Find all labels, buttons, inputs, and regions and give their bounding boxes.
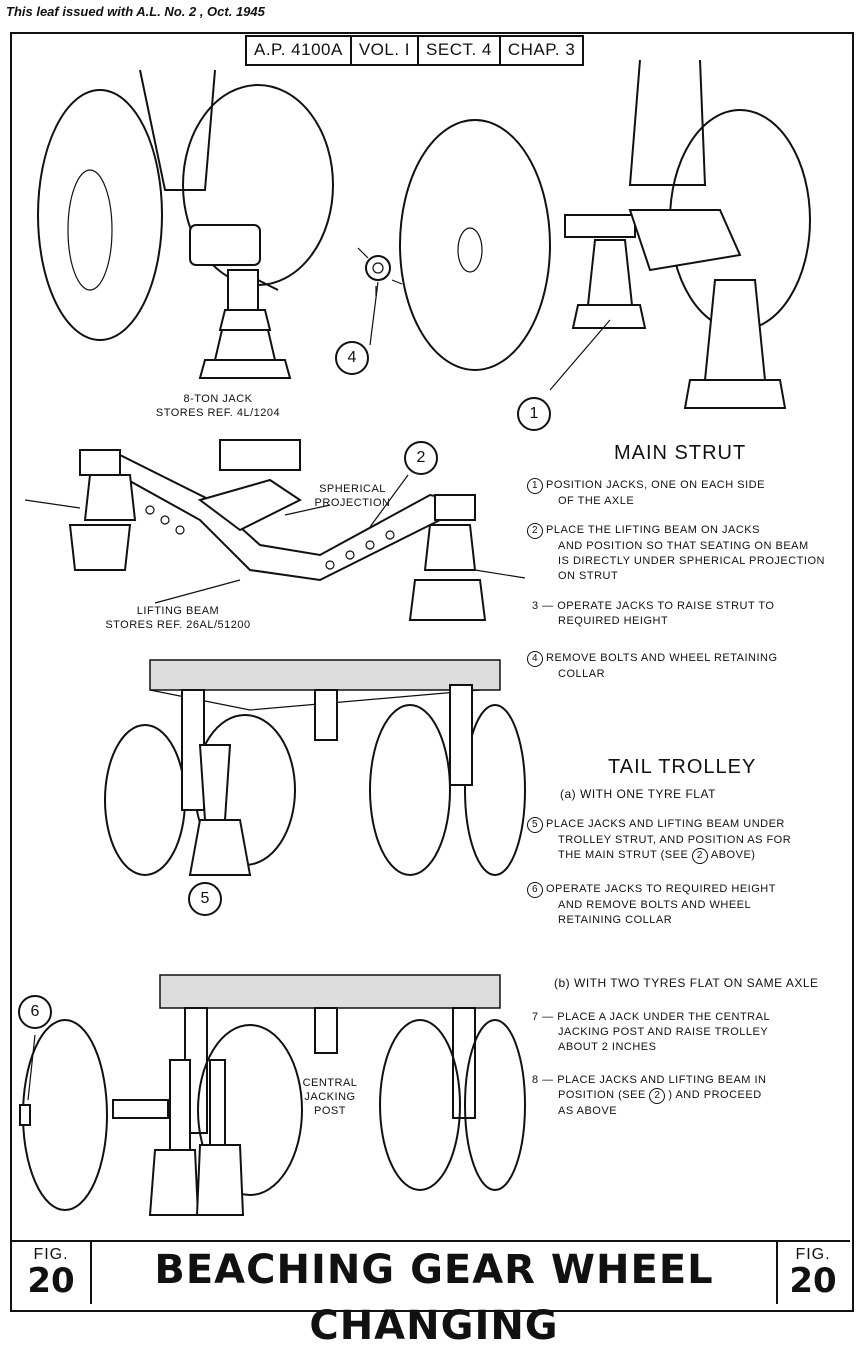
step-line: ABOUT 2 INCHES bbox=[558, 1041, 657, 1053]
step-line: IS DIRECTLY UNDER SPHERICAL PROJECTION bbox=[558, 555, 825, 567]
fig-label: FIG. bbox=[795, 1246, 831, 1263]
header-chap: CHAP. 3 bbox=[507, 40, 576, 59]
spherical-label-line2: PROJECTION bbox=[314, 497, 391, 509]
wheel-collar-illustration bbox=[357, 247, 403, 346]
ref-2: 2 bbox=[649, 1088, 666, 1104]
tail-trolley-sub-b: (b) WITH TWO TYRES FLAT ON SAME AXLE bbox=[554, 976, 819, 990]
sub-a-mark: (a) bbox=[560, 787, 577, 801]
tail-trolley-step-8: 8 — PLACE JACKS AND LIFTING BEAM IN POSI… bbox=[532, 1073, 767, 1119]
ref-2: 2 bbox=[691, 848, 708, 864]
spherical-projection-label: SPHERICAL PROJECTION bbox=[305, 482, 400, 510]
step-line: AND REMOVE BOLTS AND WHEEL bbox=[558, 899, 752, 911]
lifting-beam-label: LIFTING BEAM STORES REF. 26AL/51200 bbox=[88, 604, 268, 632]
callout-1: 1 bbox=[517, 397, 551, 431]
tail-trolley-step-7: 7 — PLACE A JACK UNDER THE CENTRAL JACKI… bbox=[532, 1010, 770, 1055]
jack-label-ref: STORES REF. 4L/1204 bbox=[155, 407, 281, 419]
step-line: RETAINING COLLAR bbox=[558, 914, 673, 926]
step-number: 5 bbox=[527, 817, 543, 833]
figure-footer: FIG. 20 BEACHING GEAR WHEEL CHANGING FIG… bbox=[12, 1240, 850, 1349]
central-jacking-post-label: CENTRAL JACKING POST bbox=[290, 1076, 370, 1118]
tail-trolley-sub-a: (a) WITH ONE TYRE FLAT bbox=[560, 787, 716, 801]
fig-number: 20 bbox=[789, 1261, 837, 1301]
header-vol: VOL. I bbox=[352, 37, 420, 64]
sub-b-text: WITH TWO TYRES FLAT ON SAME AXLE bbox=[574, 976, 819, 990]
main-strut-right-illustration bbox=[399, 59, 811, 409]
page-frame bbox=[10, 32, 854, 1312]
main-strut-heading: MAIN STRUT bbox=[614, 442, 747, 464]
step-line: REMOVE BOLTS AND WHEEL RETAINING bbox=[546, 652, 778, 664]
tail-trolley-heading: TAIL TROLLEY bbox=[608, 756, 757, 778]
step-number: 6 bbox=[527, 882, 543, 898]
step-line: PLACE THE LIFTING BEAM ON JACKS bbox=[546, 524, 760, 536]
fig-number: 20 bbox=[27, 1261, 75, 1301]
step-line: OF THE AXLE bbox=[558, 495, 635, 507]
header-sect: SECT. 4 bbox=[419, 37, 501, 64]
step-line: REQUIRED HEIGHT bbox=[558, 615, 669, 627]
step-number: 1 bbox=[527, 478, 543, 494]
step-line: POSITION JACKS, ONE ON EACH SIDE bbox=[546, 479, 765, 491]
step-line: THE MAIN STRUT (SEE bbox=[558, 849, 689, 861]
central-label-line1: CENTRAL bbox=[302, 1077, 358, 1089]
callout-5: 5 bbox=[188, 882, 222, 916]
step-line: ABOVE) bbox=[710, 849, 756, 861]
step-number: 2 bbox=[527, 523, 543, 539]
sub-a-text: WITH ONE TYRE FLAT bbox=[580, 787, 716, 801]
fig-number-right: FIG. 20 bbox=[778, 1242, 848, 1310]
tail-trolley-two-tyres-flat-illustration bbox=[19, 974, 526, 1216]
central-label-line2: JACKING bbox=[304, 1091, 356, 1103]
step-line: PLACE JACKS AND LIFTING BEAM UNDER bbox=[546, 818, 785, 830]
jack-label-name: 8-TON JACK bbox=[183, 393, 253, 405]
step-line: AND POSITION SO THAT SEATING ON BEAM bbox=[558, 540, 809, 552]
issue-note: This leaf issued with A.L. No. 2 , Oct. … bbox=[6, 4, 265, 19]
step-line: ) AND PROCEED bbox=[668, 1089, 762, 1101]
step-line: OPERATE JACKS TO REQUIRED HEIGHT bbox=[546, 883, 776, 895]
callout-4: 4 bbox=[335, 341, 369, 375]
fig-label: FIG. bbox=[33, 1246, 69, 1263]
step-line: 7 — PLACE A JACK UNDER THE CENTRAL bbox=[532, 1011, 771, 1023]
callout-2: 2 bbox=[404, 441, 438, 475]
jack-label: 8-TON JACK STORES REF. 4L/1204 bbox=[148, 392, 288, 420]
central-label-line3: POST bbox=[314, 1105, 346, 1117]
sub-b-mark: (b) bbox=[554, 976, 571, 990]
header-ap: A.P. 4100A bbox=[247, 37, 352, 64]
spherical-label-line1: SPHERICAL bbox=[319, 483, 386, 495]
main-strut-step-3: 3 — OPERATE JACKS TO RAISE STRUT TO REQU… bbox=[532, 599, 774, 629]
step-line: ON STRUT bbox=[558, 570, 619, 582]
technical-illustrations bbox=[19, 59, 811, 1216]
fig-number-left: FIG. 20 bbox=[16, 1242, 86, 1310]
lifting-beam-label-ref: STORES REF. 26AL/51200 bbox=[105, 619, 251, 631]
step-line: AS ABOVE bbox=[558, 1105, 618, 1117]
figure-title: BEACHING GEAR WHEEL CHANGING bbox=[90, 1242, 778, 1349]
step-line: TROLLEY STRUT, AND POSITION AS FOR bbox=[558, 834, 792, 846]
document-reference-header: A.P. 4100A VOL. I SECT. 4 CHAP. 3 bbox=[245, 35, 585, 66]
step-line: POSITION (SEE bbox=[558, 1089, 646, 1101]
tail-trolley-one-tyre-flat-illustration bbox=[104, 659, 526, 876]
lifting-beam-illustration bbox=[24, 439, 526, 621]
callout-6: 6 bbox=[18, 995, 52, 1029]
lifting-beam-label-name: LIFTING BEAM bbox=[136, 605, 220, 617]
step-line: 3 — OPERATE JACKS TO RAISE STRUT TO bbox=[532, 600, 775, 612]
step-line: 8 — PLACE JACKS AND LIFTING BEAM IN bbox=[532, 1074, 767, 1086]
main-strut-left-illustration bbox=[37, 69, 334, 379]
step-number: 4 bbox=[527, 651, 543, 667]
step-line: JACKING POST AND RAISE TROLLEY bbox=[558, 1026, 769, 1038]
step-line: COLLAR bbox=[558, 668, 606, 680]
